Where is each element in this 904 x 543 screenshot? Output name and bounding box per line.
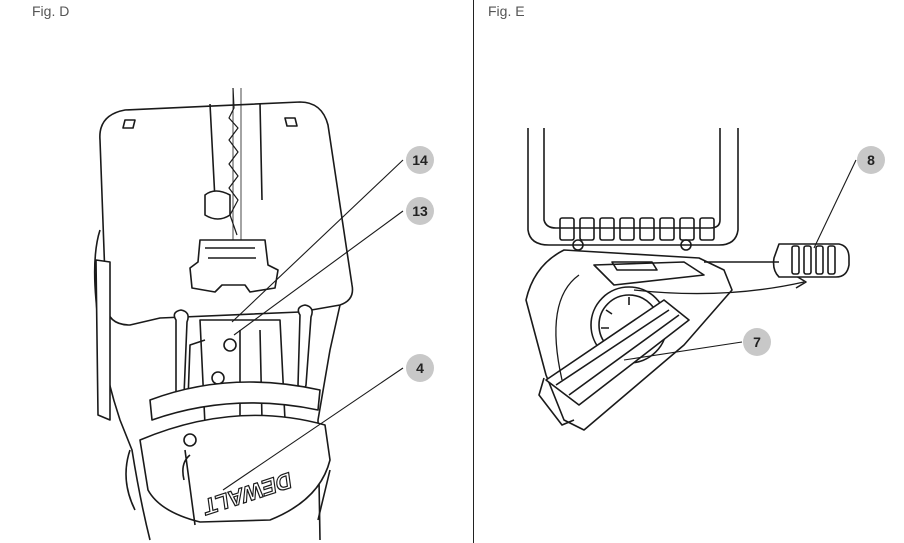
callout-14: 14 — [406, 146, 434, 174]
shoe-front — [139, 414, 331, 523]
svg-text:7: 7 — [753, 334, 761, 350]
svg-text:4: 4 — [416, 360, 424, 376]
blade-clamp — [189, 239, 279, 293]
figure-d-panel: Fig. D — [32, 3, 434, 541]
callout-7: 7 — [743, 328, 771, 356]
saw-blade — [228, 87, 239, 236]
svg-text:8: 8 — [867, 152, 875, 168]
figure-e-illustration: 8 7 — [525, 128, 885, 431]
svg-text:13: 13 — [412, 203, 428, 219]
saw-housing — [527, 128, 739, 246]
figure-e-label: Fig. E — [488, 3, 525, 19]
callout-8: 8 — [857, 146, 885, 174]
figure-d-illustration: DEWALT 14 13 4 — [93, 87, 434, 541]
figure-d-label: Fig. D — [32, 3, 70, 19]
bevel-lever — [545, 299, 690, 406]
blade-holder — [199, 319, 286, 426]
figure-divider — [473, 0, 474, 543]
callout-4: 4 — [406, 354, 434, 382]
svg-text:14: 14 — [412, 152, 428, 168]
figure-e-panel: Fig. E — [474, 0, 904, 543]
callout-13: 13 — [406, 197, 434, 225]
